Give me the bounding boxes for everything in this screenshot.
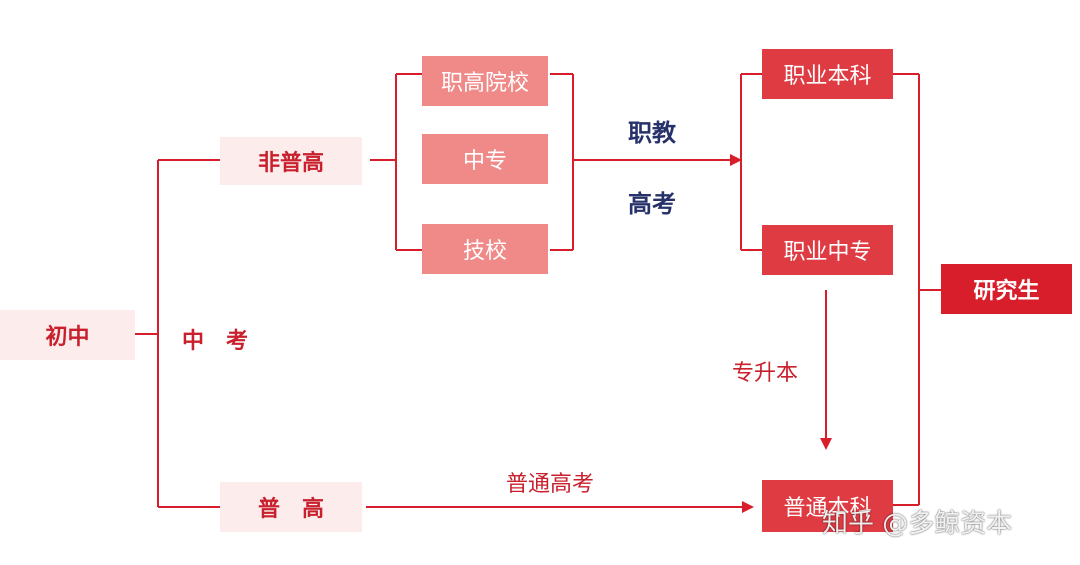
node-pugao: 普 高 [220,482,362,532]
node-jixiao: 技校 [422,224,548,274]
node-zhongzhuan: 中专 [422,134,548,184]
node-yanjiusheng: 研究生 [941,264,1072,314]
label-putong-gaokao: 普通高考 [506,472,595,497]
label-zhuanshengben: 专升本 [732,361,799,386]
node-zhiye-benke: 职业本科 [762,49,893,99]
watermark: 知乎 @多鲸资本 [822,509,1013,539]
label-gaokao: 高考 [628,190,676,218]
node-zhiye-zhongzhuan: 职业中专 [762,225,893,275]
node-chuzhong: 初中 [0,310,135,360]
label-zhijiao: 职教 [628,119,676,147]
node-zhigao-yuanxiao: 职高院校 [422,56,548,106]
node-putong-benke: 普通本科 [762,480,893,532]
node-feipugao: 非普高 [220,137,362,185]
label-zhongkao: 中 考 [182,329,249,354]
